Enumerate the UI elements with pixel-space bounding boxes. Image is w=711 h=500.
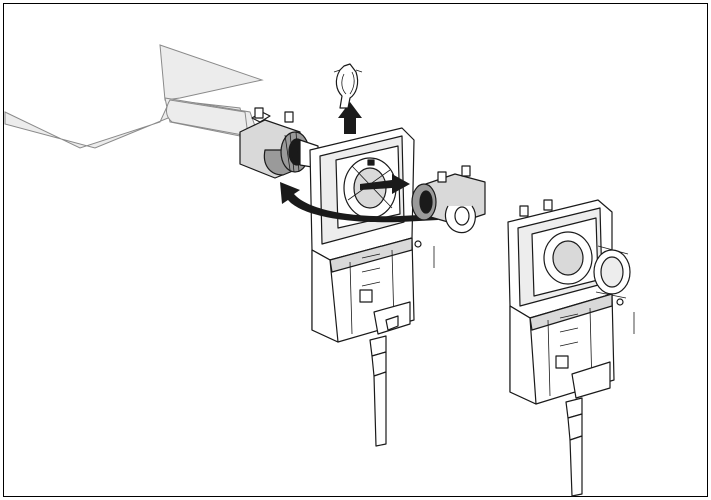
arrow-curved: [280, 182, 438, 223]
actuator-left: [309, 127, 435, 447]
actuator-right: [507, 199, 635, 497]
damper-shaft: [4, 44, 264, 149]
retaining-clip: [333, 63, 363, 109]
shaft-clamp-left: [239, 107, 319, 179]
arrow-right: [360, 174, 410, 194]
arrow-up: [338, 102, 362, 134]
shaft-clamp-right: [411, 165, 486, 234]
figure-border: [3, 3, 708, 497]
